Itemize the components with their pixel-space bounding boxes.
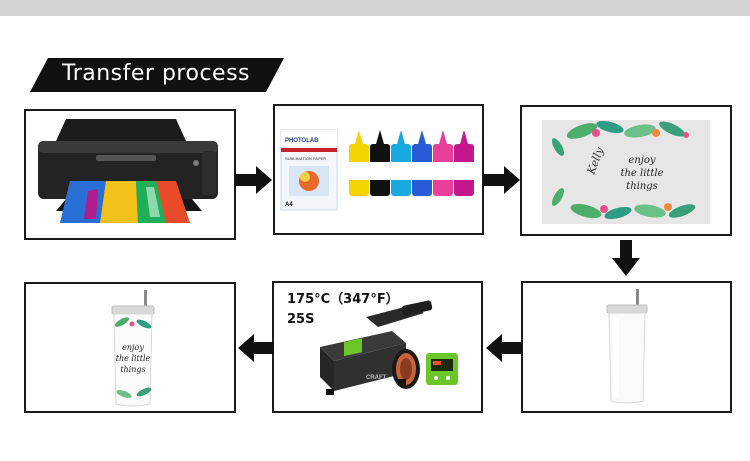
ink-bottle-magenta (454, 130, 474, 196)
heat-press-icon: CRAFT (320, 300, 458, 395)
title-banner: Transfer process (30, 58, 284, 92)
paper-brand: PHOTOLAB (285, 138, 319, 144)
heat-settings: 175°C（347°F） 25S (287, 290, 399, 330)
step-heat-press: CRAFT (272, 281, 483, 413)
tumbler-text-line-2: the little (116, 354, 151, 363)
machine-brand: CRAFT (366, 375, 387, 381)
arrow-left-icon (238, 334, 274, 362)
printed-transfer-sheet-icon: Kelly enjoy the little things (542, 120, 710, 224)
top-strip (0, 0, 750, 16)
heat-temperature: 175°C（347°F） (287, 292, 399, 307)
page-title: Transfer process (62, 61, 250, 86)
tumbler-text-line-3: things (120, 365, 145, 374)
transfer-text-line-1: enjoy (628, 155, 655, 166)
ink-bottle-cyan (391, 130, 411, 196)
blank-tumbler-icon (606, 289, 648, 404)
ink-bottle-yellow (349, 130, 369, 196)
paper-size: A4 (285, 202, 293, 208)
arrow-right-icon (236, 166, 272, 194)
arrow-left-icon (486, 334, 522, 362)
paper-and-ink-bottles-icon: PHOTOLAB SUBLIMATION PAPER A4 (280, 129, 474, 211)
printer-icon (26, 119, 234, 238)
paper-caption: SUBLIMATION PAPER (285, 156, 326, 161)
step-printer (24, 109, 236, 240)
step-blank-tumbler (521, 281, 732, 413)
tumbler-text-line-1: enjoy (122, 343, 144, 352)
finished-tumbler-icon: enjoy the little things (111, 290, 155, 407)
transfer-text-line-3: things (626, 181, 658, 192)
step-printed-transfer: Kelly enjoy the little things (520, 105, 732, 236)
arrow-down-icon (612, 240, 640, 276)
heat-time: 25S (287, 312, 315, 327)
transfer-text-line-2: the little (620, 168, 663, 179)
ink-bottle-black (370, 130, 390, 196)
step-paper-and-inks: PHOTOLAB SUBLIMATION PAPER A4 (273, 104, 484, 235)
arrow-right-icon (484, 166, 520, 194)
step-finished-tumbler: enjoy the little things (24, 282, 236, 413)
ink-bottle-blue (412, 130, 432, 196)
ink-bottle-pink (433, 130, 453, 196)
